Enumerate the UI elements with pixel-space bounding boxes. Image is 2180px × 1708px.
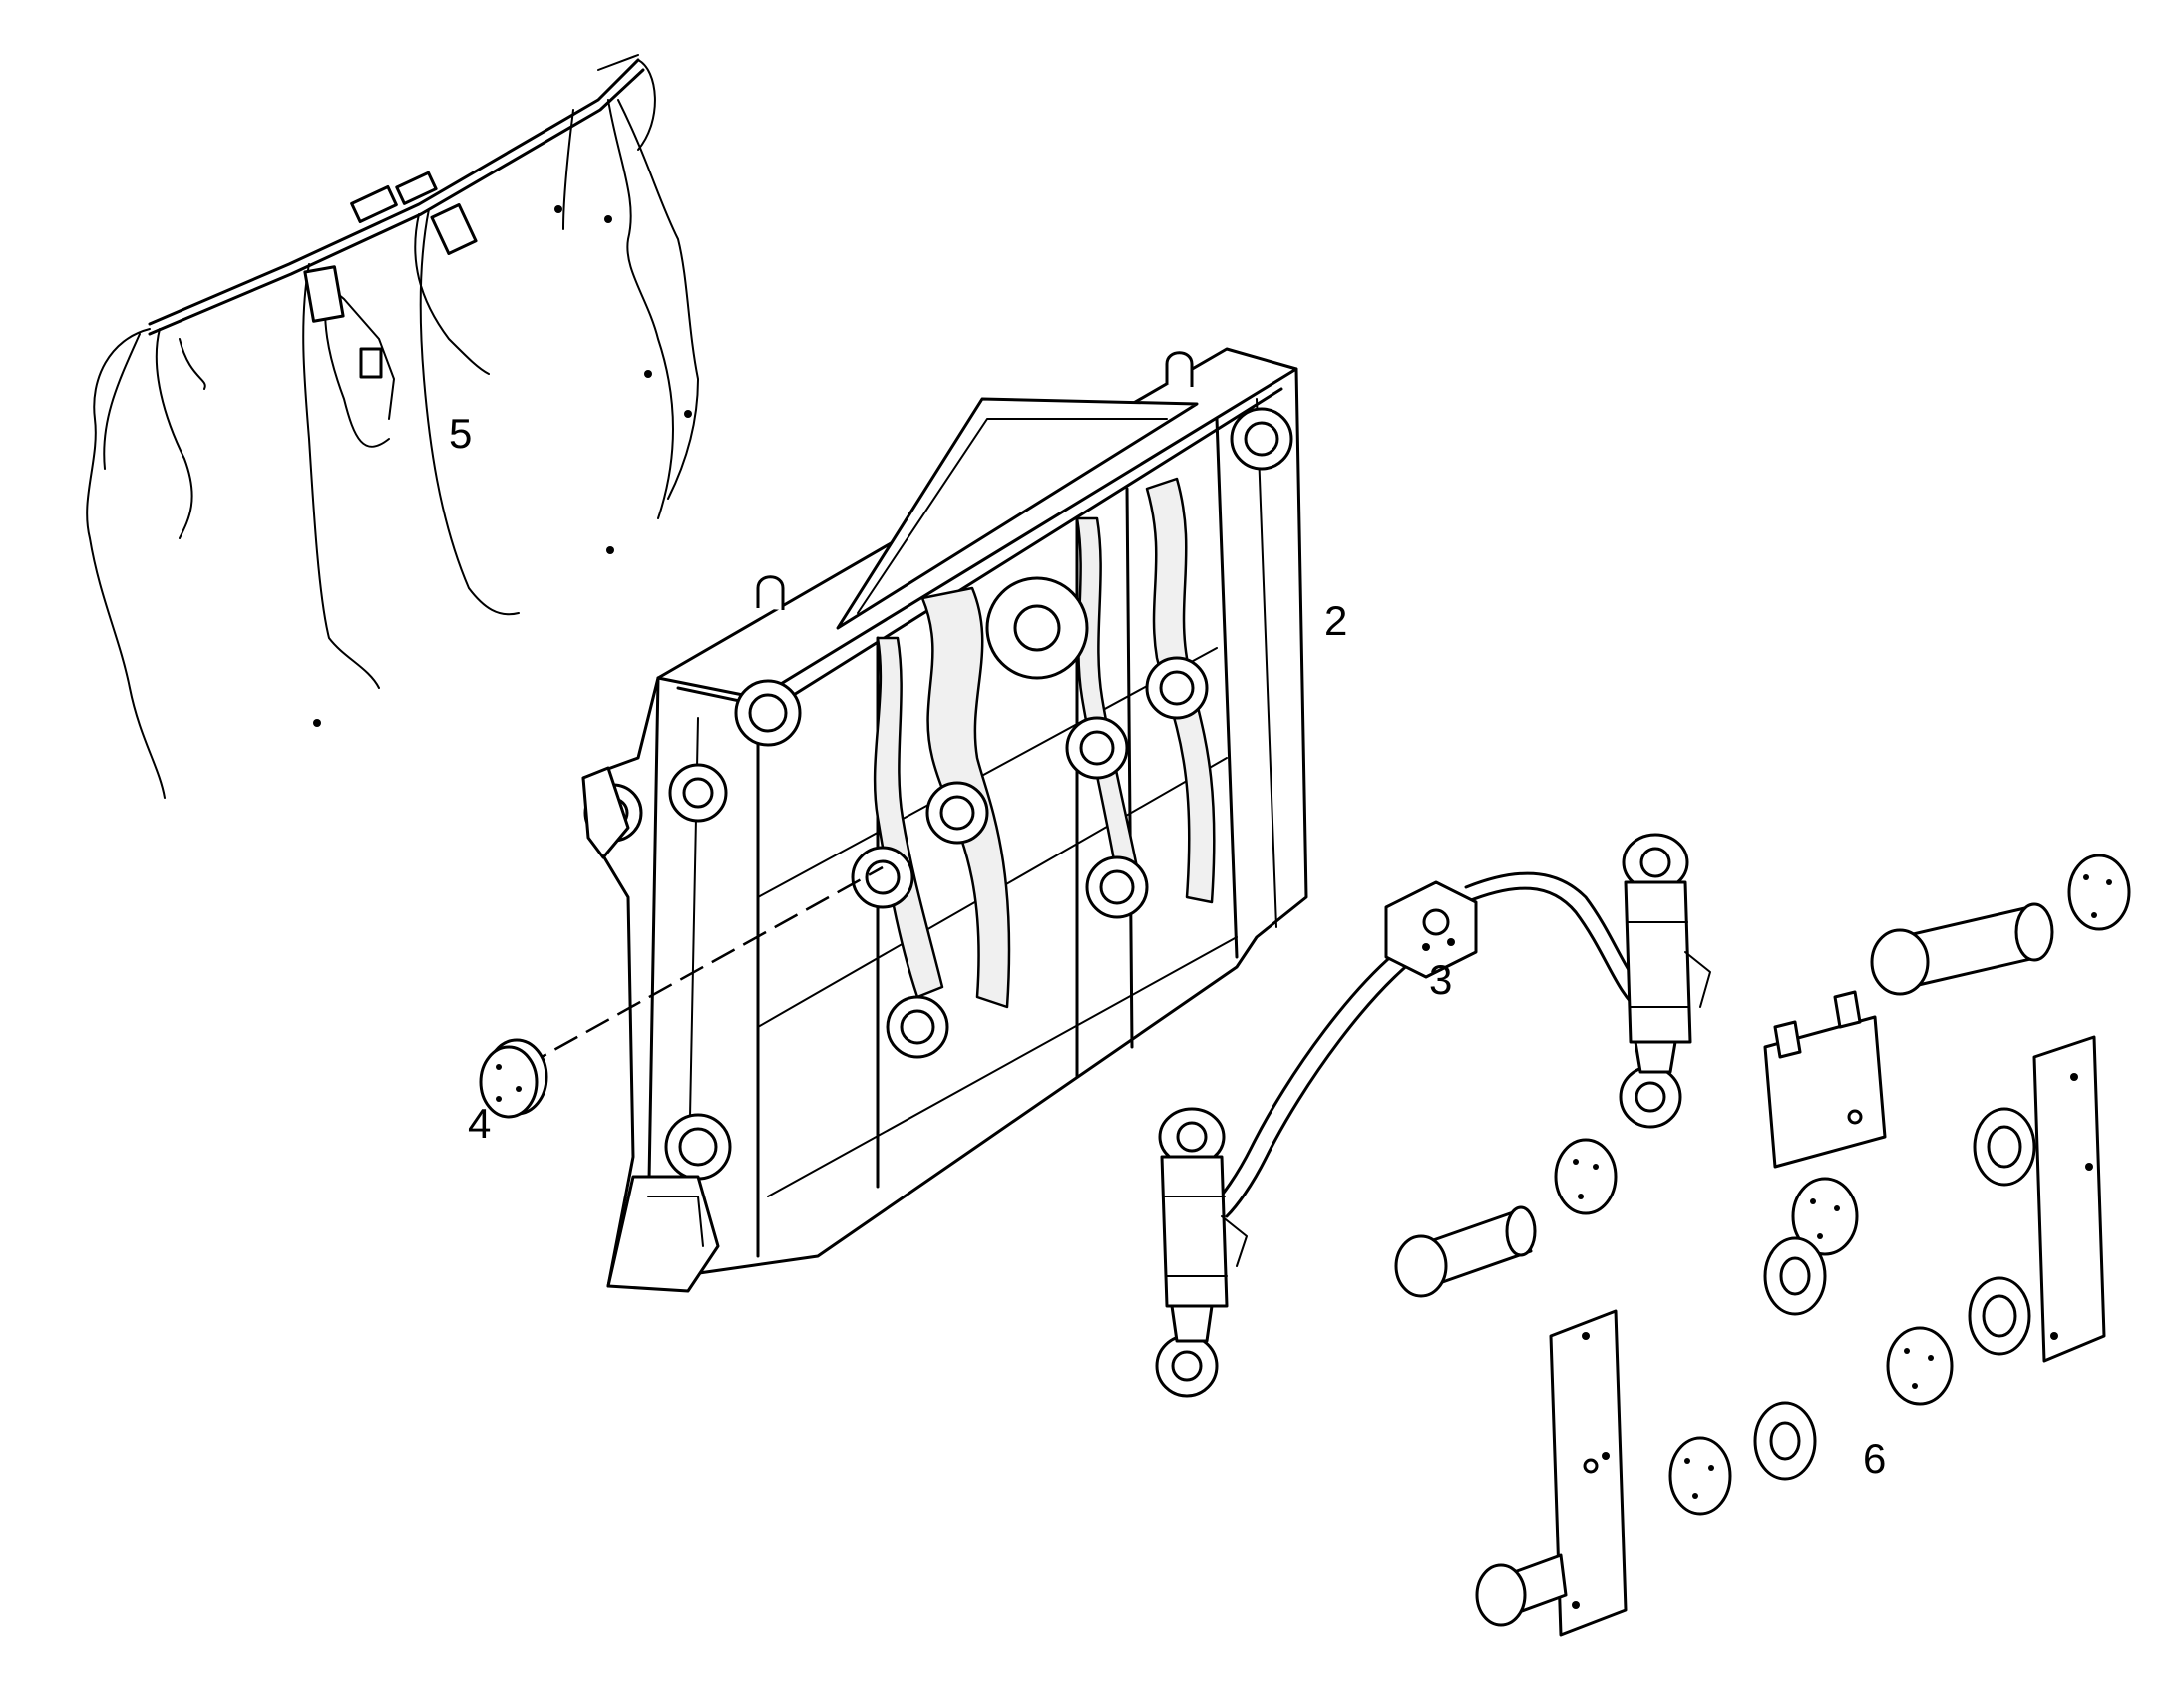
callout-2: 2 — [1324, 597, 1348, 644]
hydraulic-cylinder-left — [1155, 1107, 1248, 1398]
wiring-harness — [86, 54, 699, 799]
pins-and-plates — [1394, 854, 2131, 1637]
hydraulic-cylinder-right — [1619, 833, 1711, 1129]
hydraulic-assembly — [1155, 833, 1711, 1398]
assembly-centerline — [523, 865, 884, 1069]
callout-6: 6 — [1863, 1435, 1887, 1482]
callout-4: 4 — [468, 1100, 492, 1147]
callout-5: 5 — [449, 410, 473, 457]
main-frame — [581, 347, 1308, 1293]
pin-cap — [479, 1038, 548, 1119]
callout-3: 3 — [1429, 956, 1453, 1003]
